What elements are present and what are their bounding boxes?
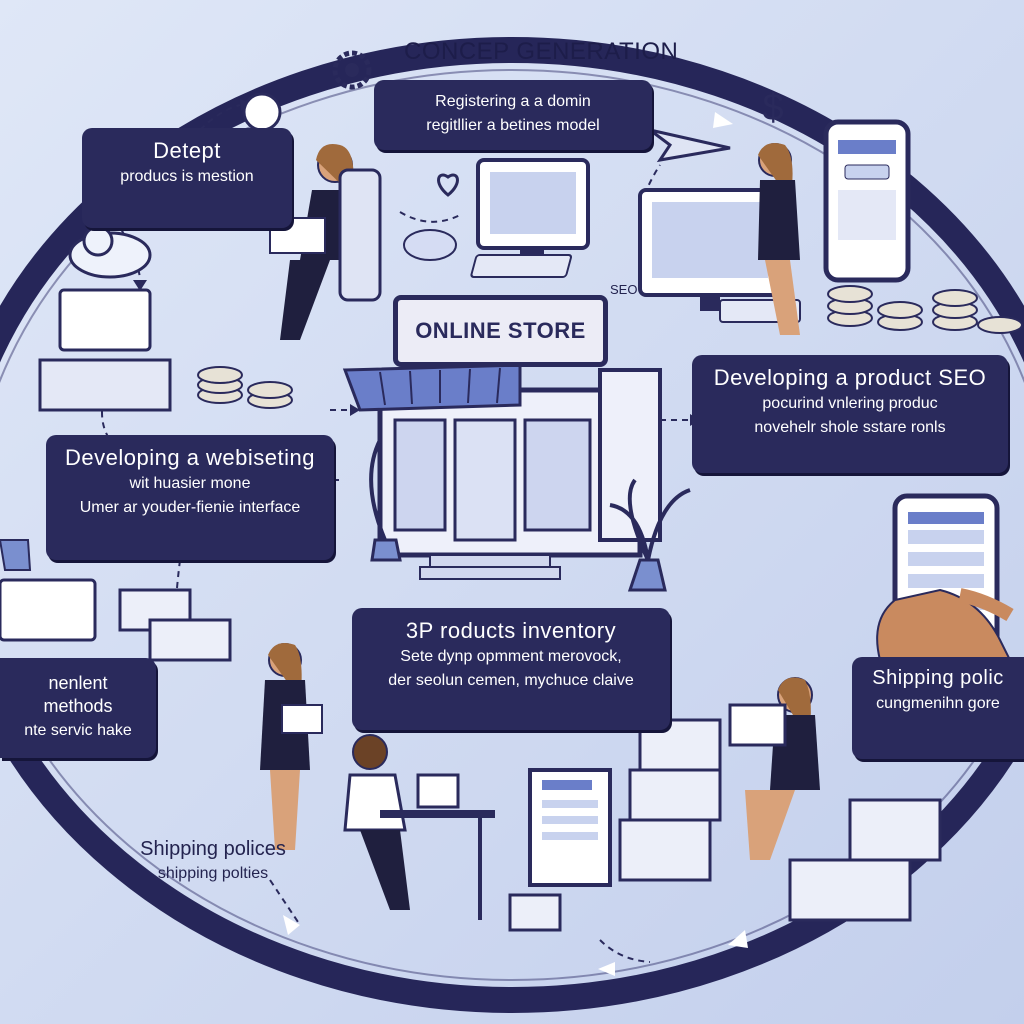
payment-line-1: nenlent methods <box>43 673 113 716</box>
concept-generation-title: CONCEP GENERATION <box>404 38 679 65</box>
person-seated-desk <box>343 734 495 920</box>
shipping-left-title: Shipping polices <box>140 838 286 860</box>
inventory-line-2: der seolun cemen, mychuce claive <box>388 672 634 690</box>
person-bottom-left <box>260 642 323 850</box>
concept-generation-panel: Registering a a domin regitllier a betin… <box>374 80 652 150</box>
heart-icon <box>437 173 459 197</box>
website-line-1: wit huasier mone <box>129 475 251 493</box>
hand-icon <box>876 588 1014 661</box>
concept-line-2: regitllier a betines model <box>426 117 600 134</box>
payment-methods-box: nenlent methods nte servic hake <box>0 658 156 758</box>
website-line-2: Umer ar youder-fienie interface <box>79 499 301 517</box>
person-seated-right <box>728 677 820 860</box>
detept-title: Detept <box>153 138 221 163</box>
box-icon <box>118 588 942 932</box>
detept-line-1: producs is mestion <box>120 168 254 186</box>
payment-line-2: nte servic hake <box>24 722 132 739</box>
website-title: Developing a webiseting <box>65 445 315 470</box>
smartphone-icon <box>823 119 911 283</box>
dollar-icon: $ <box>762 87 783 129</box>
cloud-icon <box>68 225 152 279</box>
shipping-right-title: Shipping polic <box>872 667 1004 689</box>
seo-tag: SEO <box>610 282 638 297</box>
coin-stack-icon <box>197 285 1023 409</box>
svg-text:$: $ <box>762 87 783 129</box>
concept-line-1: Registering a a domin <box>435 93 591 110</box>
shipping-policies-right-box: Shipping polic cungmenihn gore <box>852 657 1024 759</box>
storefront <box>342 363 662 580</box>
desktop-computer-top <box>470 158 590 278</box>
cycle-ring <box>0 37 1024 1013</box>
shipping-policies-left: Shipping polices shipping polties <box>118 838 308 883</box>
seo-title: Developing a product SEO <box>713 365 987 390</box>
seo-line-2: novehelr shole sstare ronls <box>754 419 946 437</box>
inventory-line-1: Sete dynp opmment merovock, <box>400 648 622 666</box>
person-top-right <box>758 142 800 335</box>
cloud-icon <box>403 229 457 261</box>
seo-box: Developing a product SEO pocurind vnleri… <box>692 355 1008 473</box>
cycle-ring-inner <box>0 69 1024 981</box>
signboard <box>528 768 612 887</box>
inventory-title: 3P roducts inventory <box>405 618 617 643</box>
gear-icon <box>332 50 372 90</box>
online-store-sign: ONLINE STORE <box>393 295 608 367</box>
inventory-box: 3P roducts inventory Sete dynp opmment m… <box>352 608 670 730</box>
laptop-icon <box>0 288 172 642</box>
seo-line-1: pocurind vnlering produc <box>762 395 938 413</box>
detept-box: Detept producs is mestion <box>82 128 292 228</box>
plant-icon <box>0 439 691 592</box>
person-top-center <box>269 144 382 340</box>
airplane-icon <box>649 128 731 163</box>
shipping-left-line-1: shipping polties <box>157 865 269 882</box>
shipping-right-line-1: cungmenihn gore <box>876 695 1000 712</box>
website-box: Developing a webiseting wit huasier mone… <box>46 435 334 560</box>
